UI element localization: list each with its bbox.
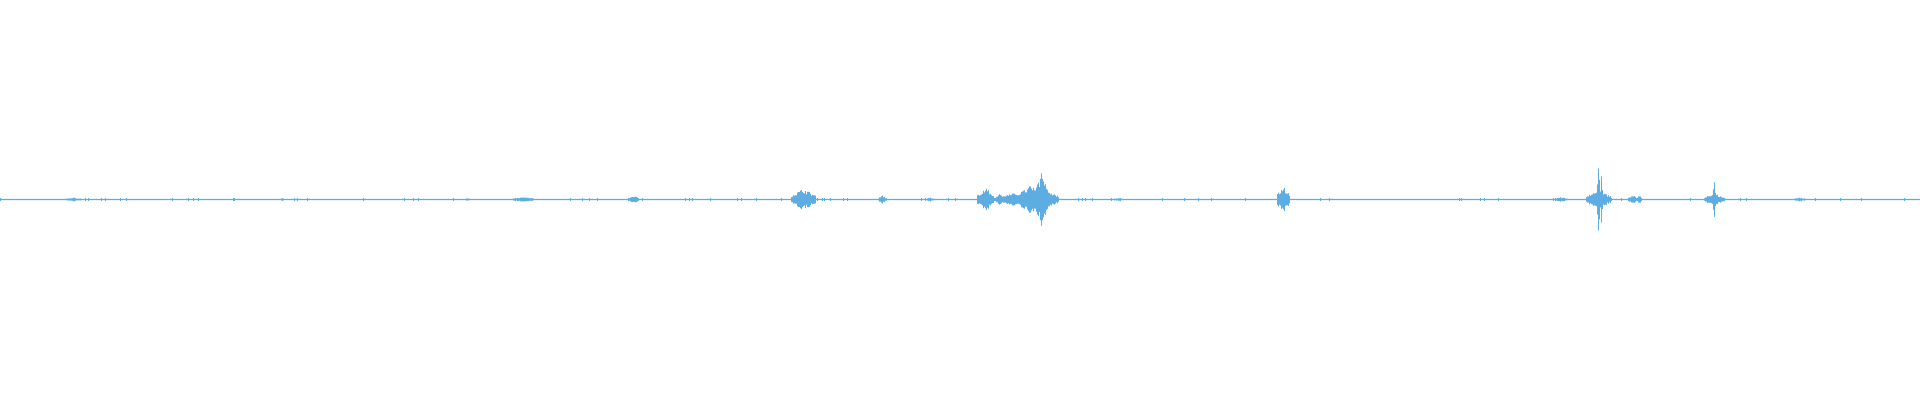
waveform-signal: [0, 168, 1905, 231]
